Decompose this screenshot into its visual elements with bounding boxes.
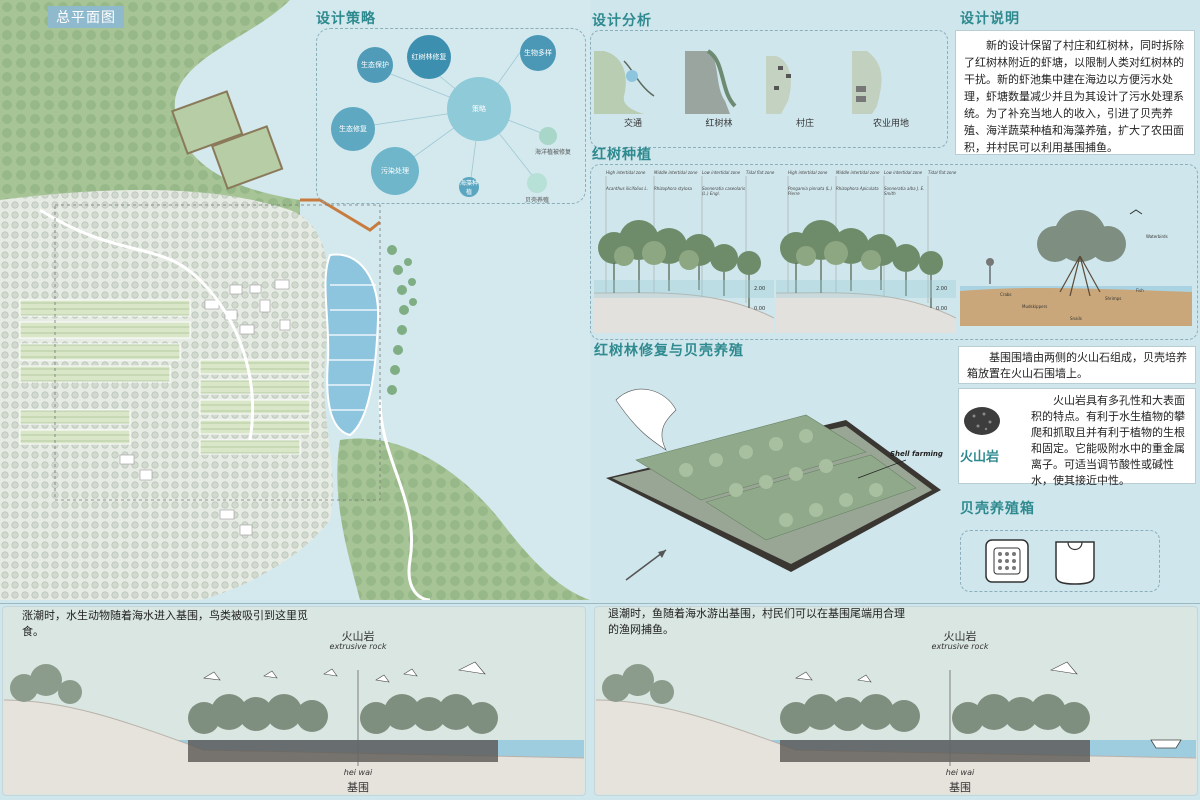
section-right-rock-cn: 火山岩: [943, 630, 977, 643]
bubble-seaweed: 海藻种植: [459, 177, 479, 197]
level-mark-right-0: 0.00: [936, 306, 947, 312]
farmland: [19, 299, 311, 455]
section-right-base-cn: 基围: [949, 781, 971, 794]
fauna-crabs: Crabs: [1000, 292, 1012, 297]
fauna-shrimps: Shrimps: [1105, 296, 1121, 301]
section-left-rock-en: extrusive rock: [329, 642, 387, 651]
bubble-mangrove-restore: 红树林修复: [407, 35, 451, 79]
shrimp-ponds: [170, 90, 284, 190]
strategy-title: 设计策略: [316, 11, 376, 27]
analysis-label-mangrove: 红树林: [705, 119, 733, 129]
master-plan-title: 总平面图: [48, 6, 124, 28]
zone-label-left-1: Middle intertidal zone: [654, 170, 698, 175]
species-right-1: Rhizophora Apiculata: [836, 186, 879, 191]
strategy-box: 生态保护 红树林修复 生物多样 策略 生态修复 污染处理 海藻种植 海洋植被修复…: [316, 28, 586, 204]
shell-box-frame: [960, 530, 1160, 592]
analysis-village-map: [766, 56, 791, 114]
planting-section-right: 2.00 0.00: [776, 176, 956, 333]
analysis-label-farmland: 农业用地: [872, 119, 909, 129]
zone-label-right-3: Tidal flat zone: [928, 170, 957, 175]
bubble-eco-repair: 生态修复: [331, 107, 375, 151]
section-right-text: 退潮时，鱼随着海水游出基围，村民们可以在基围尾端用合理的渔网捕鱼。: [608, 607, 905, 636]
rock-title: 火山岩: [960, 450, 1000, 465]
zone-label-right-2: Low intertidal zone: [884, 170, 923, 175]
fauna-snails: Snails: [1070, 316, 1082, 321]
bubble-pollution: 污染处理: [371, 147, 419, 195]
species-right-2: Sonneratia alba J. E. Smith: [884, 186, 925, 196]
section-left-rock-cn: 火山岩: [341, 630, 375, 643]
section-left-text: 涨潮时，水生动物随着海水进入基围，鸟类被吸引到这里觅食。: [22, 609, 308, 638]
analysis-farmland-map: [852, 51, 882, 114]
zone-label-right-0: High intertidal zone: [788, 170, 828, 175]
species-left-0: Acanthus ilicifolius L.: [606, 186, 649, 191]
analysis-label-village: 村庄: [795, 119, 814, 129]
restoration-title: 红树林修复与贝壳养殖: [594, 343, 744, 359]
planting-title: 红树种植: [592, 147, 652, 163]
fauna-waterbirds: Waterbirds: [1146, 234, 1168, 239]
wall-description: 基围围墙由两侧的火山石组成，贝壳培养箱放置在火山石围墙上。: [958, 346, 1196, 384]
analysis-title: 设计分析: [592, 13, 652, 29]
zone-label-left-2: Low intertidal zone: [702, 170, 741, 175]
fauna-fish: Fish: [1136, 288, 1144, 293]
description-text: 新的设计保留了村庄和红树林，同时拆除了红树林附近的虾塘，以限制人类对红树林的干扰…: [955, 30, 1195, 155]
zone-label-left-3: Tidal flat zone: [746, 170, 775, 175]
level-mark-right-2: 2.00: [936, 286, 947, 292]
analysis-traffic-map: [594, 51, 655, 114]
bubble-ecology: 生态保护: [357, 47, 393, 83]
bubble-strategy: 策略: [447, 77, 511, 141]
species-right-0: Pongamia pinnata (L.) Pierre: [788, 186, 833, 196]
section-right-drawing: [596, 661, 1196, 794]
species-left-2: Sonneratia caseolaris (L.) Engl.: [702, 186, 746, 196]
shell-farming-axonometric: Shell farming: [606, 388, 943, 581]
section-left-base-en: hei wai: [343, 768, 373, 777]
description-title: 设计说明: [960, 11, 1020, 27]
section-right-base-en: hei wai: [945, 768, 975, 777]
planting-box: [590, 164, 1198, 340]
analysis-mangrove-map: [685, 49, 737, 114]
species-left-1: Rhizophora stylosa: [654, 186, 692, 191]
mangrove-strip: [387, 245, 417, 395]
volcanic-rock-icon: [964, 407, 1000, 435]
analysis-label-traffic: 交通: [623, 119, 642, 129]
section-left-base-cn: 基围: [347, 781, 369, 794]
section-divider: [0, 603, 1200, 604]
shell-farming-label: Shell farming: [890, 450, 943, 458]
bubble-shell: 贝壳养殖: [525, 173, 549, 204]
fauna-mudskippers: Mudskippers: [1022, 304, 1047, 309]
shell-box-top-icon: [985, 539, 1029, 583]
bubble-ocean-veg: 海洋植被修复: [535, 127, 571, 156]
section-left-drawing: [4, 661, 584, 794]
zone-label-right-1: Middle intertidal zone: [836, 170, 880, 175]
zone-label-left-0: High intertidal zone: [606, 170, 646, 175]
shell-box-title: 贝壳养殖箱: [960, 501, 1035, 517]
section-right-rock-en: extrusive rock: [931, 642, 989, 651]
level-mark-left-2: 2.00: [754, 286, 765, 292]
mangrove-ecosystem-illustration: Waterbirds Crabs Mudskippers Shrimps Fis…: [960, 209, 1192, 326]
shell-box-side-icon: [1055, 541, 1095, 585]
village-buildings: [119, 279, 291, 536]
rock-description: 火山岩具有多孔性和大表面积的特点。有利于水生植物的攀爬和抓取且并有利于植物的生根…: [958, 388, 1196, 487]
analysis-box: [590, 30, 948, 148]
level-mark-left-0: 0.00: [754, 306, 765, 312]
bubble-biodiversity: 生物多样: [520, 35, 556, 71]
planting-section-left: 2.00 0.00: [594, 176, 774, 333]
